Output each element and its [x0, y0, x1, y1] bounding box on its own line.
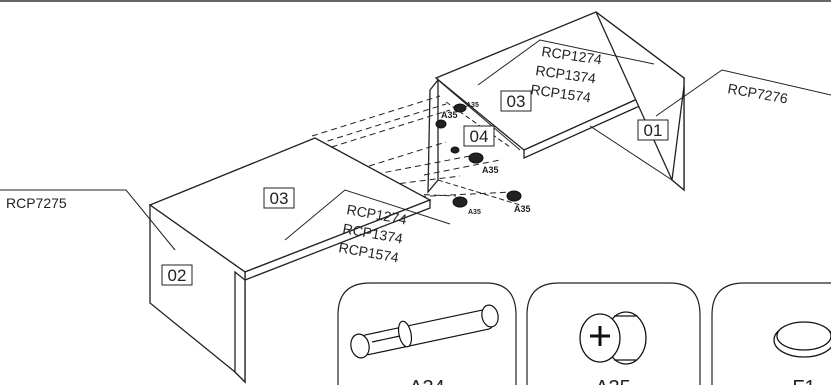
part-02: 02: [168, 266, 187, 285]
cam-lock-icon: [579, 311, 647, 365]
cam-dowel-icon: [350, 304, 499, 359]
part-03-lower: 03: [270, 189, 289, 208]
cam-lock-icon: [450, 146, 460, 154]
fitting-label: A35: [441, 110, 458, 120]
cam-lock-icon: [453, 103, 467, 113]
leader-upper-codes: [477, 39, 655, 86]
leader-rcp7275: [0, 189, 176, 251]
leader-rcp7276: [655, 69, 831, 117]
part-01: 01: [644, 121, 663, 140]
part-04: 04: [470, 127, 489, 146]
hardware-f1: F1: [711, 282, 831, 385]
hardware-label-a34: A34: [409, 377, 445, 385]
cam-lock-icon: [506, 190, 522, 202]
fittings: [435, 103, 522, 208]
cam-lock-icon: [452, 196, 468, 208]
cam-lock-icon: [468, 152, 484, 164]
hardware-label-a35: A35: [595, 377, 631, 385]
hardware-label-f1: F1: [792, 377, 815, 385]
code-rcp7275: RCP7275: [6, 195, 67, 211]
fitting-label: A35: [482, 165, 499, 175]
fitting-label: A35: [514, 204, 531, 214]
fitting-label: A35: [466, 102, 479, 109]
hardware-a34: A34: [337, 282, 517, 385]
leader-lines: [0, 39, 831, 251]
leader-lower-codes: [284, 189, 451, 241]
part-03-upper: 03: [507, 92, 526, 111]
fitting-labels: A35 A35 A35 A35 A35: [441, 102, 531, 216]
code-rcp7276: RCP7276: [726, 80, 789, 106]
cam-lock-icon: [435, 119, 447, 129]
fitting-label: A35: [468, 209, 481, 216]
part-numbers: 03 04 01 03 02: [161, 90, 669, 286]
hardware-a35: A35: [526, 282, 701, 385]
cover-cap-icon: [773, 321, 831, 358]
